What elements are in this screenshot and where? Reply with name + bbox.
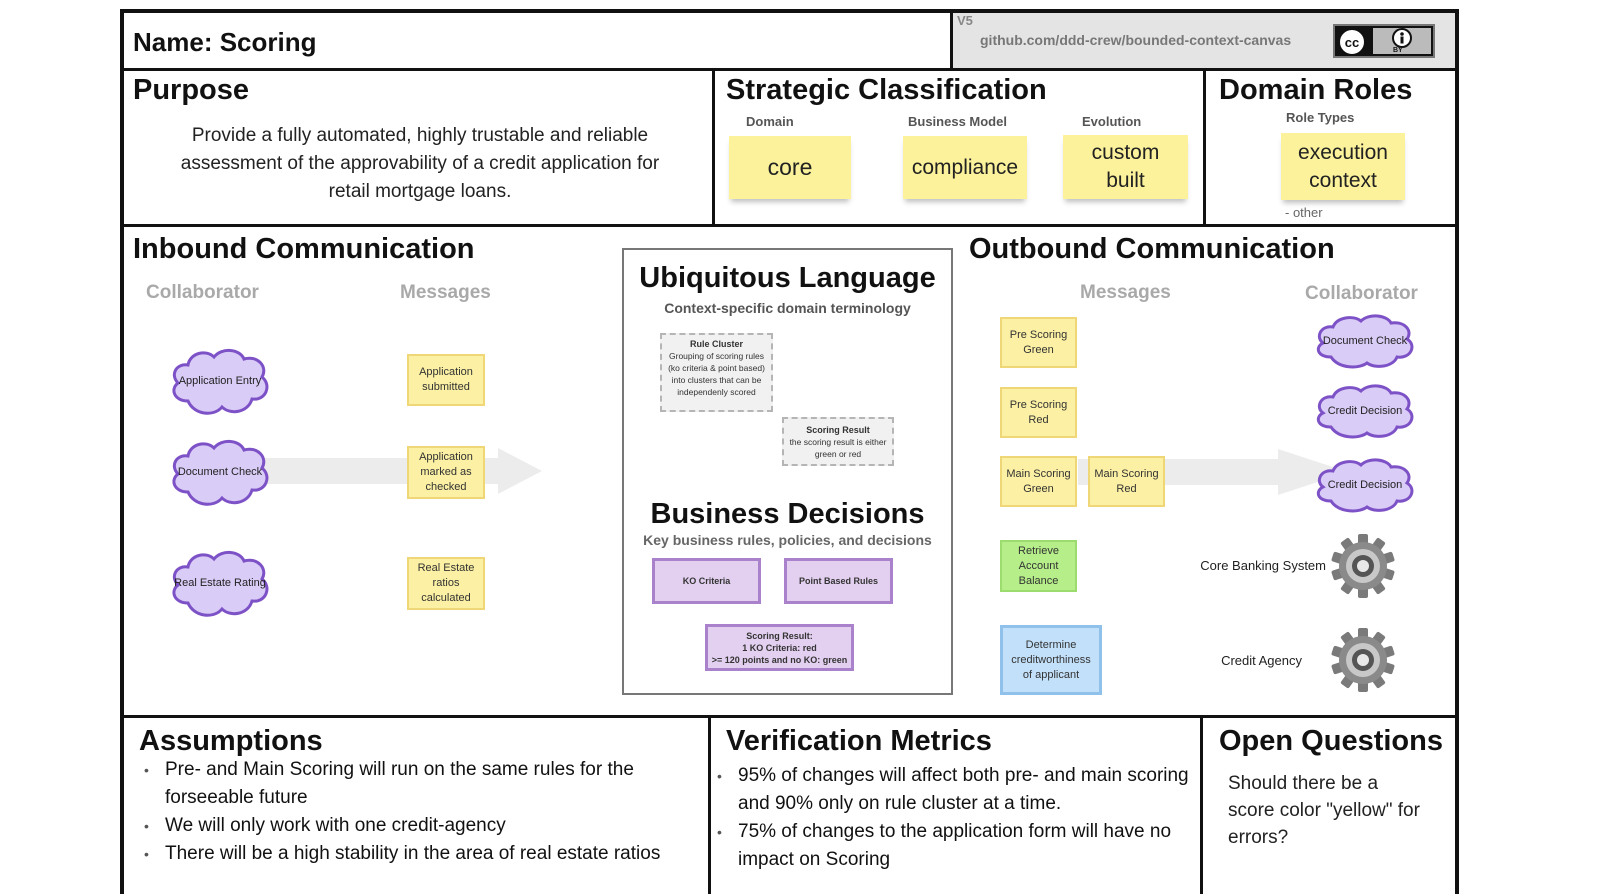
svg-text:cc: cc bbox=[1345, 35, 1359, 50]
canvas-frame bbox=[120, 9, 1459, 894]
cloud-icon bbox=[172, 440, 269, 506]
inbound-collaborator-document-check[interactable]: Document Check bbox=[168, 436, 272, 508]
business-decisions-title: Business Decisions bbox=[650, 498, 925, 530]
assumption-item: •There will be a high stability in the a… bbox=[144, 843, 661, 864]
term-definition: Grouping of scoring rules (ko criteria &… bbox=[668, 351, 765, 397]
evolution-sticky[interactable]: custom built bbox=[1063, 135, 1188, 199]
inbound-messages-header: Messages bbox=[400, 282, 491, 303]
business-decisions-subtitle: Key business rules, policies, and decisi… bbox=[643, 532, 932, 548]
verification-list: •95% of changes will affect both pre- an… bbox=[713, 762, 1193, 874]
divider-strategic bbox=[1203, 70, 1206, 226]
outbound-collaborator-credit-decision-2[interactable]: Credit Decision bbox=[1313, 457, 1417, 513]
domain-role-sticky[interactable]: execution context bbox=[1281, 133, 1405, 200]
outbound-collaborator-header: Collaborator bbox=[1305, 283, 1418, 304]
assumptions-list: •Pre- and Main Scoring will run on the s… bbox=[140, 756, 705, 868]
outbound-command-determine-creditworthiness[interactable]: Determine creditworthiness of applicant bbox=[1000, 625, 1102, 695]
cc-by-icon: cc BY bbox=[1333, 24, 1435, 58]
role-types-label: Role Types bbox=[1286, 110, 1355, 125]
bounded-context-name: Name: Scoring bbox=[133, 27, 317, 57]
canvas-source-url[interactable]: github.com/ddd-crew/bounded-context-canv… bbox=[980, 32, 1292, 48]
collaborator-label: Credit Decision bbox=[1327, 478, 1403, 491]
inbound-collaborator-application-entry[interactable]: Application Entry bbox=[168, 345, 272, 417]
decision-result-line2: >= 120 points and no KO: green bbox=[711, 654, 848, 665]
inbound-arrow bbox=[262, 448, 542, 494]
cloud-icon bbox=[1316, 384, 1414, 439]
collaborator-core-banking-system-label: Core Banking System bbox=[1200, 558, 1326, 573]
open-questions-title: Open Questions bbox=[1219, 725, 1443, 757]
evolution-label: Evolution bbox=[1082, 114, 1142, 129]
cloud-icon bbox=[172, 551, 269, 617]
domain-label: Domain bbox=[746, 114, 794, 129]
term-scoring-result[interactable]: Scoring Result the scoring result is eit… bbox=[782, 417, 894, 466]
cloud-icon bbox=[172, 349, 269, 415]
divider-header-meta bbox=[950, 13, 953, 69]
outbound-collaborator-credit-decision-1[interactable]: Credit Decision bbox=[1313, 383, 1417, 439]
purpose-text: Provide a fully automated, highly trusta… bbox=[180, 125, 660, 202]
domain-roles-title: Domain Roles bbox=[1219, 74, 1413, 106]
collaborator-label: Real Estate Rating bbox=[174, 576, 266, 589]
divider-assumptions bbox=[708, 717, 711, 894]
gear-icon[interactable] bbox=[1330, 627, 1396, 693]
gear-icon[interactable] bbox=[1330, 533, 1396, 599]
assumptions-title: Assumptions bbox=[139, 725, 323, 757]
outbound-title: Outbound Communication bbox=[969, 233, 1335, 265]
verification-title: Verification Metrics bbox=[726, 725, 992, 757]
divider-header bbox=[124, 68, 1455, 71]
purpose-title: Purpose bbox=[133, 74, 250, 106]
verification-item: •75% of changes to the application form … bbox=[717, 821, 1172, 870]
inbound-message-application-checked[interactable]: Application marked as checked bbox=[407, 446, 485, 499]
business-model-label: Business Model bbox=[908, 114, 1007, 129]
collaborator-label: Application Entry bbox=[178, 374, 262, 387]
inbound-collaborator-real-estate-rating[interactable]: Real Estate Rating bbox=[168, 547, 272, 619]
assumption-item: •Pre- and Main Scoring will run on the s… bbox=[144, 759, 634, 808]
term-rule-cluster[interactable]: Rule Cluster Grouping of scoring rules (… bbox=[660, 333, 773, 412]
cloud-icon bbox=[1316, 458, 1414, 513]
assumption-item: •We will only work with one credit-agenc… bbox=[144, 815, 506, 836]
strategic-title: Strategic Classification bbox=[726, 74, 1047, 106]
outbound-message-pre-scoring-green[interactable]: Pre Scoring Green bbox=[1000, 317, 1077, 368]
role-other-label: - other bbox=[1285, 205, 1323, 220]
divider-bottom-row bbox=[124, 715, 1455, 718]
inbound-message-application-submitted[interactable]: Application submitted bbox=[407, 354, 485, 406]
collaborator-label: Credit Decision bbox=[1327, 404, 1403, 417]
collaborator-credit-agency-label: Credit Agency bbox=[1221, 653, 1302, 668]
inbound-title: Inbound Communication bbox=[133, 233, 475, 265]
business-model-sticky[interactable]: compliance bbox=[903, 136, 1027, 199]
outbound-message-main-scoring-green[interactable]: Main Scoring Green bbox=[1000, 456, 1077, 507]
domain-sticky[interactable]: core bbox=[729, 136, 851, 199]
version-label: V5 bbox=[957, 13, 973, 28]
term-name: Scoring Result bbox=[806, 425, 870, 435]
outbound-messages-header: Messages bbox=[1080, 282, 1171, 303]
ubiquitous-subtitle: Context-specific domain terminology bbox=[664, 300, 911, 316]
term-name: Rule Cluster bbox=[689, 339, 743, 349]
divider-top-row bbox=[124, 224, 1455, 227]
ubiquitous-title: Ubiquitous Language bbox=[639, 262, 936, 294]
decision-scoring-result[interactable]: Scoring Result: 1 KO Criteria: red >= 12… bbox=[705, 624, 854, 671]
outbound-collaborator-document-check[interactable]: Document Check bbox=[1313, 313, 1417, 369]
cloud-icon bbox=[1316, 314, 1414, 369]
outbound-message-pre-scoring-red[interactable]: Pre Scoring Red bbox=[1000, 387, 1077, 438]
collaborator-label: Document Check bbox=[1322, 334, 1408, 347]
term-definition: the scoring result is either green or re… bbox=[789, 437, 887, 459]
collaborator-label: Document Check bbox=[177, 465, 263, 478]
verification-item: •95% of changes will affect both pre- an… bbox=[717, 765, 1189, 814]
outbound-query-retrieve-account-balance[interactable]: Retrieve Account Balance bbox=[1000, 540, 1077, 592]
decision-result-line1: 1 KO Criteria: red bbox=[742, 642, 817, 653]
decision-point-based-rules[interactable]: Point Based Rules bbox=[784, 558, 893, 604]
divider-purpose bbox=[712, 70, 715, 226]
center-panel bbox=[622, 248, 953, 695]
decision-ko-criteria[interactable]: KO Criteria bbox=[652, 558, 761, 604]
inbound-collaborator-header: Collaborator bbox=[146, 282, 259, 303]
divider-verification bbox=[1200, 717, 1203, 894]
outbound-message-main-scoring-red[interactable]: Main Scoring Red bbox=[1088, 456, 1165, 507]
license-label: BY bbox=[1393, 47, 1403, 54]
open-question-text: Should there be a score color "yellow" f… bbox=[1228, 773, 1420, 848]
inbound-message-real-estate-ratios[interactable]: Real Estate ratios calculated bbox=[407, 557, 485, 610]
decision-result-title: Scoring Result: bbox=[746, 630, 813, 641]
